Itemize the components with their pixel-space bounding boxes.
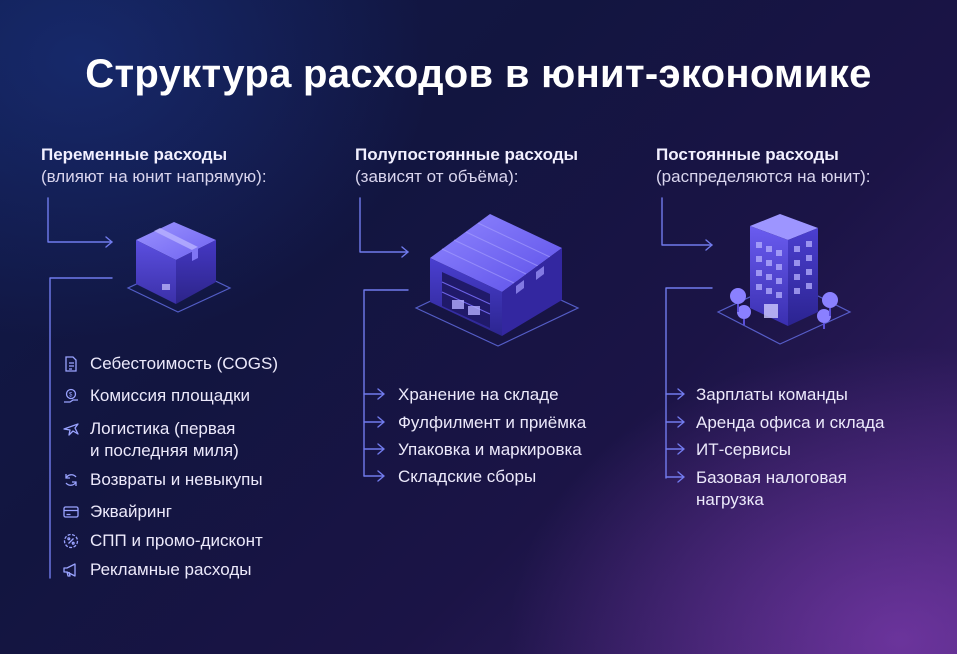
item-label-continued: и последняя миля) [90,441,239,460]
list-item: СПП и промо-дисконт [62,530,263,552]
subheading-label: (распределяются на юнит): [656,167,871,186]
connector-line [47,197,113,243]
list-item: Логистика (первая и последняя миля) [62,418,239,462]
list-item: Себестоимость (COGS) [62,353,278,375]
arrow-head [401,246,409,258]
subheading-label: (влияют на юнит напрямую): [41,167,267,186]
office-building-icon [716,214,852,345]
column-fixed-heading: Постоянные расходы (распределяются на юн… [656,144,871,188]
list-item: ИТ-сервисы [696,439,791,461]
item-label: Себестоимость (COGS) [90,354,278,373]
warehouse-icon [414,214,580,347]
list-item: Базовая налоговая нагрузка [696,467,847,511]
item-label: Складские сборы [398,467,537,486]
connector-line [661,197,713,246]
connector-line [665,287,713,479]
card-icon [62,503,80,521]
megaphone-icon [62,561,80,579]
list-item: Упаковка и маркировка [398,439,582,461]
heading-label: Постоянные расходы [656,145,839,164]
item-label: Аренда офиса и склада [696,413,885,432]
item-label: Возвраты и невыкупы [90,470,263,489]
item-label: Фулфилмент и приёмка [398,413,587,432]
item-label: Базовая налоговая [696,468,847,487]
heading-label: Полупостоянные расходы [355,145,579,164]
commission-icon: $ [62,387,80,405]
subheading-label: (зависят от объёма): [355,167,519,186]
item-label: Зарплаты команды [696,385,848,404]
list-item: Рекламные расходы [62,559,251,581]
item-label: Рекламные расходы [90,560,252,579]
page-title: Структура расходов в юнит-экономике [85,52,872,96]
plane-icon [62,420,80,438]
discount-icon [62,532,80,550]
item-label-continued: нагрузка [696,490,764,509]
document-icon [62,355,80,373]
column-variable-heading: Переменные расходы (влияют на юнит напря… [41,144,267,188]
item-label: Логистика (первая [90,419,236,438]
svg-text:$: $ [69,393,73,399]
item-label: СПП и промо-дисконт [90,531,263,550]
list-item: $ Комиссия площадки [62,385,250,407]
list-item: Фулфилмент и приёмка [398,412,586,434]
item-label: Упаковка и маркировка [398,440,582,459]
list-item: Возвраты и невыкупы [62,469,263,491]
item-label: ИТ-сервисы [696,440,791,459]
arrow-head [705,239,713,251]
item-label: Эквайринг [90,502,172,521]
arrow-head [105,236,113,248]
heading-label: Переменные расходы [41,145,228,164]
connector-line [359,197,409,253]
list-item: Эквайринг [62,501,172,523]
list-item: Зарплаты команды [696,384,848,406]
list-item: Хранение на складе [398,384,559,406]
list-item: Аренда офиса и склада [696,412,884,434]
list-item: Складские сборы [398,466,536,488]
item-label: Хранение на складе [398,385,559,404]
box-icon [126,222,232,313]
connector-line [363,289,409,477]
connector-line [49,277,113,579]
item-label: Комиссия площадки [90,386,251,405]
column-semifixed-heading: Полупостоянные расходы (зависят от объём… [355,144,578,188]
return-icon [62,471,80,489]
